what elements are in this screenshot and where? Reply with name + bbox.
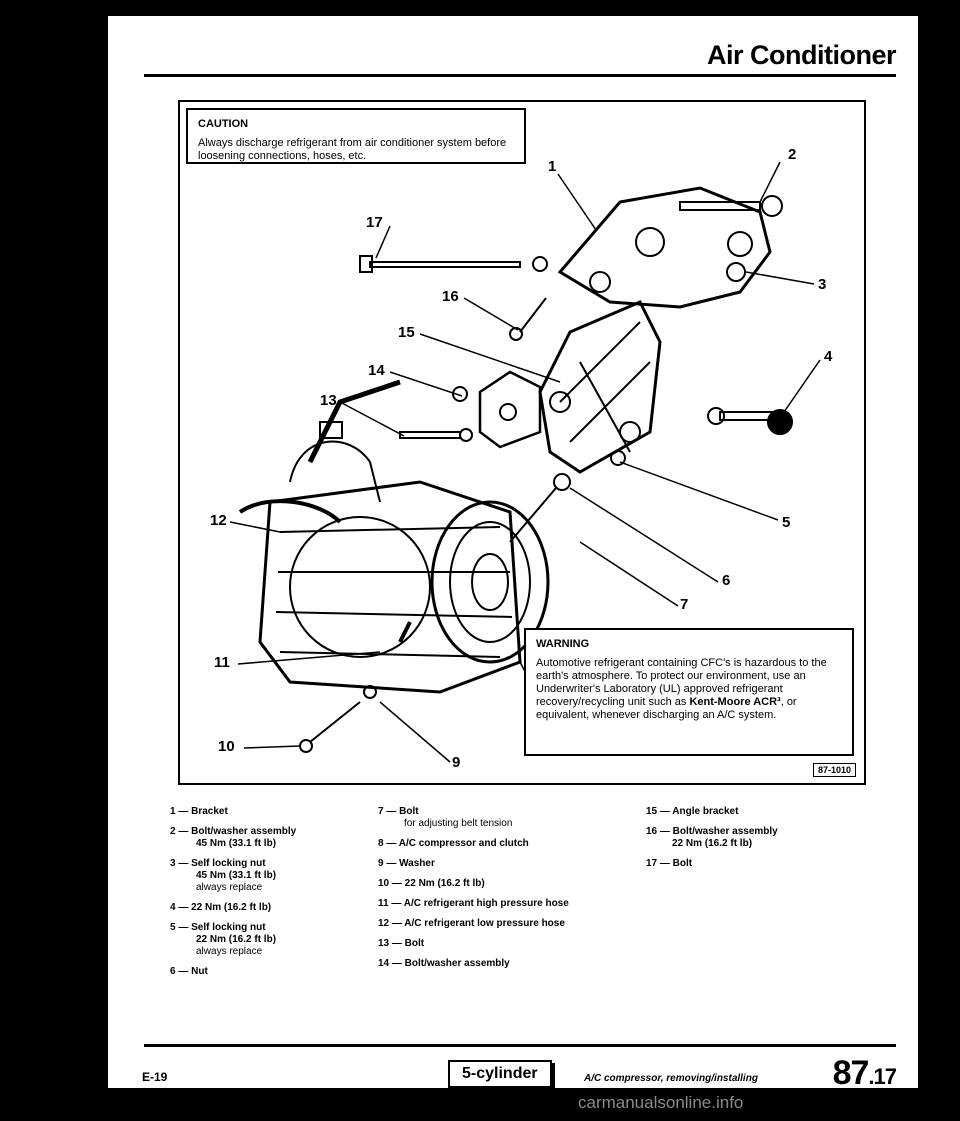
legend-label: 15 — Angle bracket xyxy=(646,806,739,817)
callout-3: 3 xyxy=(818,276,827,293)
page-number: 87.17 xyxy=(832,1054,897,1093)
manual-page: Air Conditioner xyxy=(108,16,918,1092)
exploded-view-drawing xyxy=(229,161,821,763)
figure-id: 87-1010 xyxy=(812,763,856,777)
legend-note: always replace xyxy=(196,946,263,957)
warning-text-part: , or equivalent, whenever discharging an… xyxy=(536,696,797,721)
legend-item: 8 — A/C compressor and clutch xyxy=(378,838,638,850)
footer-badge: 5-cylinder xyxy=(448,1060,552,1088)
callout-12: 12 xyxy=(210,512,227,529)
callout-5: 5 xyxy=(782,514,791,531)
legend-label: 3 — Self locking nut xyxy=(170,858,266,869)
warning-text: Automotive refrigerant containing CFC's … xyxy=(536,657,842,722)
legend-item: 11 — A/C refrigerant high pressure hose xyxy=(378,898,638,910)
legend-item: 15 — Angle bracket xyxy=(646,806,866,818)
callout-7: 7 xyxy=(680,596,689,613)
legend-label: 1 — Bracket xyxy=(170,806,228,817)
legend-label: 7 — Bolt xyxy=(378,806,419,817)
footer: E-19 5-cylinder A/C compressor, removing… xyxy=(108,1054,918,1096)
legend-label: 10 — 22 Nm (16.2 ft lb) xyxy=(378,878,485,889)
caution-heading: CAUTION xyxy=(198,118,249,130)
callout-10: 10 xyxy=(218,738,235,755)
legend-label: 13 — Bolt xyxy=(378,938,425,949)
legend-item: 4 — 22 Nm (16.2 ft lb) xyxy=(170,902,390,914)
legend-note: 45 Nm (33.1 ft lb) xyxy=(196,838,277,849)
callout-14: 14 xyxy=(368,362,385,379)
callout-15: 15 xyxy=(398,324,415,341)
legend-label: 17 — Bolt xyxy=(646,858,693,869)
legend-label: 5 — Self locking nut xyxy=(170,922,266,933)
caution-box: CAUTION Always discharge refrigerant fro… xyxy=(186,108,526,164)
legend-label: 16 — Bolt/washer assembly xyxy=(646,826,778,837)
legend-item: 10 — 22 Nm (16.2 ft lb) xyxy=(378,878,638,890)
warning-heading: WARNING xyxy=(536,638,590,650)
legend-note: 22 Nm (16.2 ft lb) xyxy=(672,838,753,849)
legend-item: 6 — Nut xyxy=(170,966,390,978)
warning-brand: Kent-Moore ACR³ xyxy=(689,696,781,708)
legend-note: always replace xyxy=(196,882,263,893)
callout-17: 17 xyxy=(366,214,383,231)
callout-16: 16 xyxy=(442,288,459,305)
header-rule xyxy=(144,74,896,77)
callout-9: 9 xyxy=(452,754,461,771)
legend-item: 9 — Washer xyxy=(378,858,638,870)
warning-text-part: Automotive refrigerant containing CFC's … xyxy=(536,657,827,708)
callout-6: 6 xyxy=(722,572,731,589)
legend-item: 12 — A/C refrigerant low pressure hose xyxy=(378,918,638,930)
legend-note: 45 Nm (33.1 ft lb) xyxy=(196,870,277,881)
callout-2: 2 xyxy=(788,146,797,163)
legend-note: 22 Nm (16.2 ft lb) xyxy=(196,934,277,945)
footer-code: E-19 xyxy=(142,1070,168,1084)
page-number-sub: .17 xyxy=(868,1064,897,1089)
legend-label: 11 — A/C refrigerant high pressure hose xyxy=(378,898,569,909)
legend-column-3: 15 — Angle bracket 16 — Bolt/washer assem… xyxy=(646,806,866,878)
exploded-view-figure: CAUTION Always discharge refrigerant fro… xyxy=(178,100,866,785)
legend-label: 12 — A/C refrigerant low pressure hose xyxy=(378,918,565,929)
callout-11: 11 xyxy=(214,654,230,671)
page-title: Air Conditioner xyxy=(707,40,897,70)
watermark: carmanualsonline.info xyxy=(578,1093,744,1112)
legend-item: 13 — Bolt xyxy=(378,938,638,950)
legend-item: 17 — Bolt xyxy=(646,858,866,870)
callout-4: 4 xyxy=(824,348,833,365)
legend-item: 14 — Bolt/washer assembly xyxy=(378,958,638,970)
footer-description: A/C compressor, removing/installing xyxy=(584,1073,758,1084)
page-number-main: 87 xyxy=(832,1054,870,1092)
callout-13: 13 xyxy=(320,392,337,409)
legend-label: 14 — Bolt/washer assembly xyxy=(378,958,510,969)
caution-text: Always discharge refrigerant from air co… xyxy=(198,137,507,162)
legend-note: for adjusting belt tension xyxy=(404,818,513,829)
legend-label: 6 — Nut xyxy=(170,966,208,977)
legend-label: 2 — Bolt/washer assembly xyxy=(170,826,297,837)
callout-1: 1 xyxy=(548,158,557,175)
legend-label: 9 — Washer xyxy=(378,858,435,869)
footer-rule xyxy=(144,1044,896,1047)
legend-label: 8 — A/C compressor and clutch xyxy=(378,838,529,849)
legend-item: 1 — Bracket xyxy=(170,806,390,818)
legend-label: 4 — 22 Nm (16.2 ft lb) xyxy=(170,902,272,913)
warning-box: WARNING Automotive refrigerant containin… xyxy=(524,628,854,756)
